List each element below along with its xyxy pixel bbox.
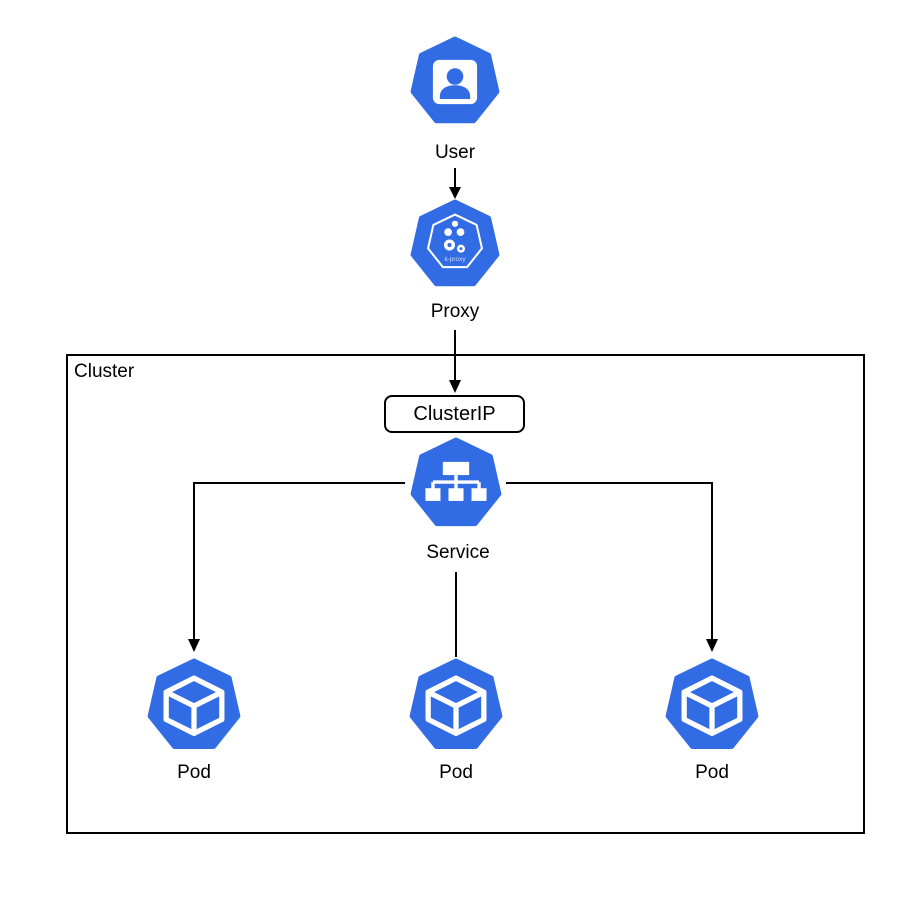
- pod-cube-icon: [665, 658, 759, 750]
- pod-node-right: [664, 658, 760, 754]
- k-proxy-gears-icon: k-proxy: [410, 199, 500, 287]
- cluster-label: Cluster: [74, 361, 135, 382]
- cluster-boundary-box: Cluster: [66, 354, 865, 834]
- user-person-icon: [410, 36, 500, 124]
- user-label: User: [434, 142, 476, 163]
- arrow-user-to-proxy: [449, 168, 461, 199]
- pod-node-left: [146, 658, 242, 754]
- service-node: [409, 437, 503, 531]
- user-node: [409, 36, 501, 128]
- pod-label-left: Pod: [177, 762, 211, 783]
- pod-label-right: Pod: [695, 762, 729, 783]
- pod-label-middle: Pod: [439, 762, 473, 783]
- pod-node-middle: [408, 658, 504, 754]
- proxy-label: Proxy: [430, 301, 480, 322]
- pod-cube-icon: [147, 658, 241, 750]
- service-tree-icon: [410, 437, 502, 527]
- proxy-node: k-proxy: [409, 199, 501, 291]
- pod-cube-icon: [409, 658, 503, 750]
- service-label: Service: [426, 542, 490, 563]
- clusterip-box: ClusterIP: [384, 395, 525, 433]
- k-proxy-icon-text: k-proxy: [444, 256, 466, 263]
